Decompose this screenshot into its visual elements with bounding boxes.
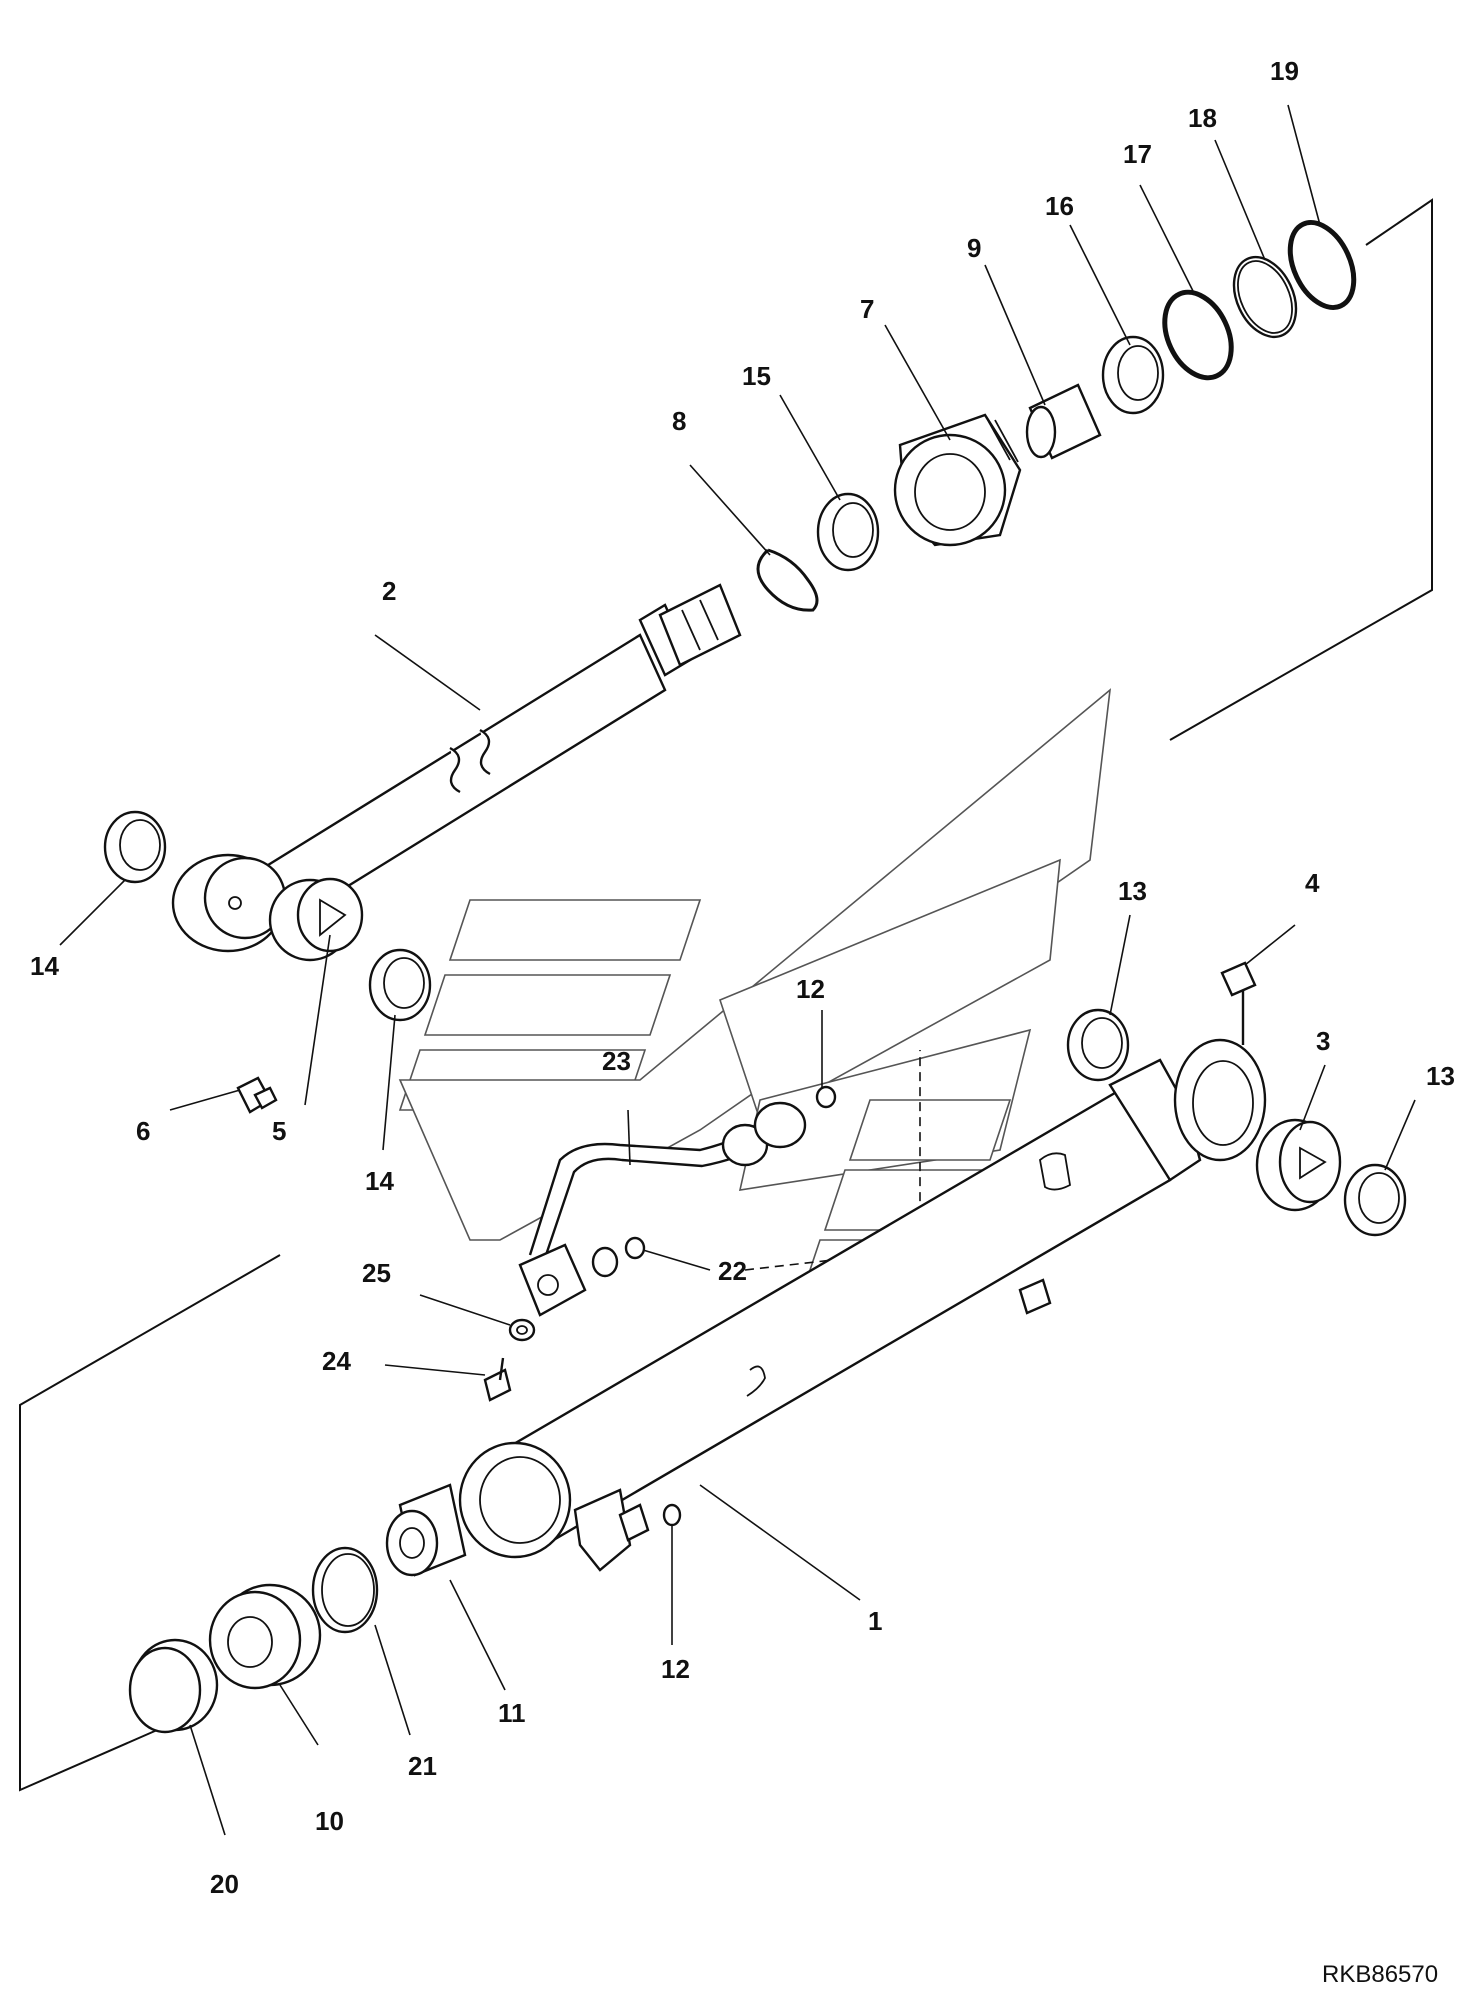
cylinder-head-7 <box>893 413 1022 547</box>
dust-seal-14-upper <box>103 810 167 884</box>
callout-12-upper: 12 <box>796 974 825 1004</box>
cylinder-tube-1 <box>458 1038 1267 1572</box>
leader-lines <box>59 104 1416 1836</box>
callout-2: 2 <box>382 576 396 606</box>
piston-rod <box>258 583 742 927</box>
callout-6: 6 <box>136 1116 150 1146</box>
callout-10: 10 <box>315 1806 344 1836</box>
backup-ring-18 <box>1232 255 1298 339</box>
snap-ring-8 <box>756 548 819 612</box>
bushing-3 <box>1255 1118 1342 1212</box>
dust-seal-14-lower <box>368 948 432 1022</box>
callout-19: 19 <box>1270 56 1299 86</box>
callout-9: 9 <box>967 233 981 263</box>
o-ring-17 <box>1162 289 1234 381</box>
watermark <box>398 688 1112 1301</box>
callout-1: 1 <box>868 1606 882 1636</box>
callout-labels: 1 2 3 4 5 6 7 8 9 10 11 12 12 13 13 14 1… <box>30 56 1455 1988</box>
callout-4: 4 <box>1305 868 1320 898</box>
callout-12-lower: 12 <box>661 1654 690 1684</box>
callout-5: 5 <box>272 1116 286 1146</box>
callout-13-lower: 13 <box>1426 1061 1455 1091</box>
seal-13-upper <box>1066 1008 1130 1082</box>
callout-23: 23 <box>602 1046 631 1076</box>
callout-21: 21 <box>408 1751 437 1781</box>
o-ring-22 <box>624 1236 646 1260</box>
drawing-code: RKB86570 <box>1322 1961 1438 1988</box>
callout-25: 25 <box>362 1258 391 1288</box>
seal-13-lower <box>1343 1163 1407 1237</box>
callout-13-upper: 13 <box>1118 876 1147 906</box>
callout-18: 18 <box>1188 103 1217 133</box>
piston-seal-20 <box>128 1638 219 1734</box>
piping-23 <box>518 1101 807 1317</box>
seal-16 <box>1101 335 1165 415</box>
rod-eye <box>171 853 287 953</box>
callout-16: 16 <box>1045 191 1074 221</box>
callout-7: 7 <box>860 294 874 324</box>
grease-fitting-6 <box>236 1076 278 1114</box>
grease-fitting-4 <box>1220 961 1257 1045</box>
callout-3: 3 <box>1316 1026 1330 1056</box>
seal-15 <box>816 492 880 572</box>
o-ring-12-upper <box>815 1085 837 1109</box>
bushing-9 <box>1025 383 1102 460</box>
callout-14-upper: 14 <box>30 951 59 981</box>
o-ring-12-lower <box>662 1503 682 1527</box>
callout-8: 8 <box>672 406 686 436</box>
assembly-frame <box>19 198 1433 1792</box>
callout-22: 22 <box>718 1256 747 1286</box>
callout-17: 17 <box>1123 139 1152 169</box>
callout-24: 24 <box>322 1346 351 1376</box>
ring-21 <box>311 1546 379 1634</box>
bushing-5 <box>268 877 364 962</box>
piston-10 <box>208 1583 322 1690</box>
callout-14-lower: 14 <box>365 1166 394 1196</box>
washer-25 <box>508 1318 536 1342</box>
bolt-24 <box>483 1357 512 1402</box>
callout-11: 11 <box>498 1698 526 1728</box>
piston-nut-11 <box>385 1483 467 1577</box>
callout-20: 20 <box>210 1869 239 1899</box>
callout-15: 15 <box>742 361 771 391</box>
o-ring-19 <box>1287 220 1357 310</box>
